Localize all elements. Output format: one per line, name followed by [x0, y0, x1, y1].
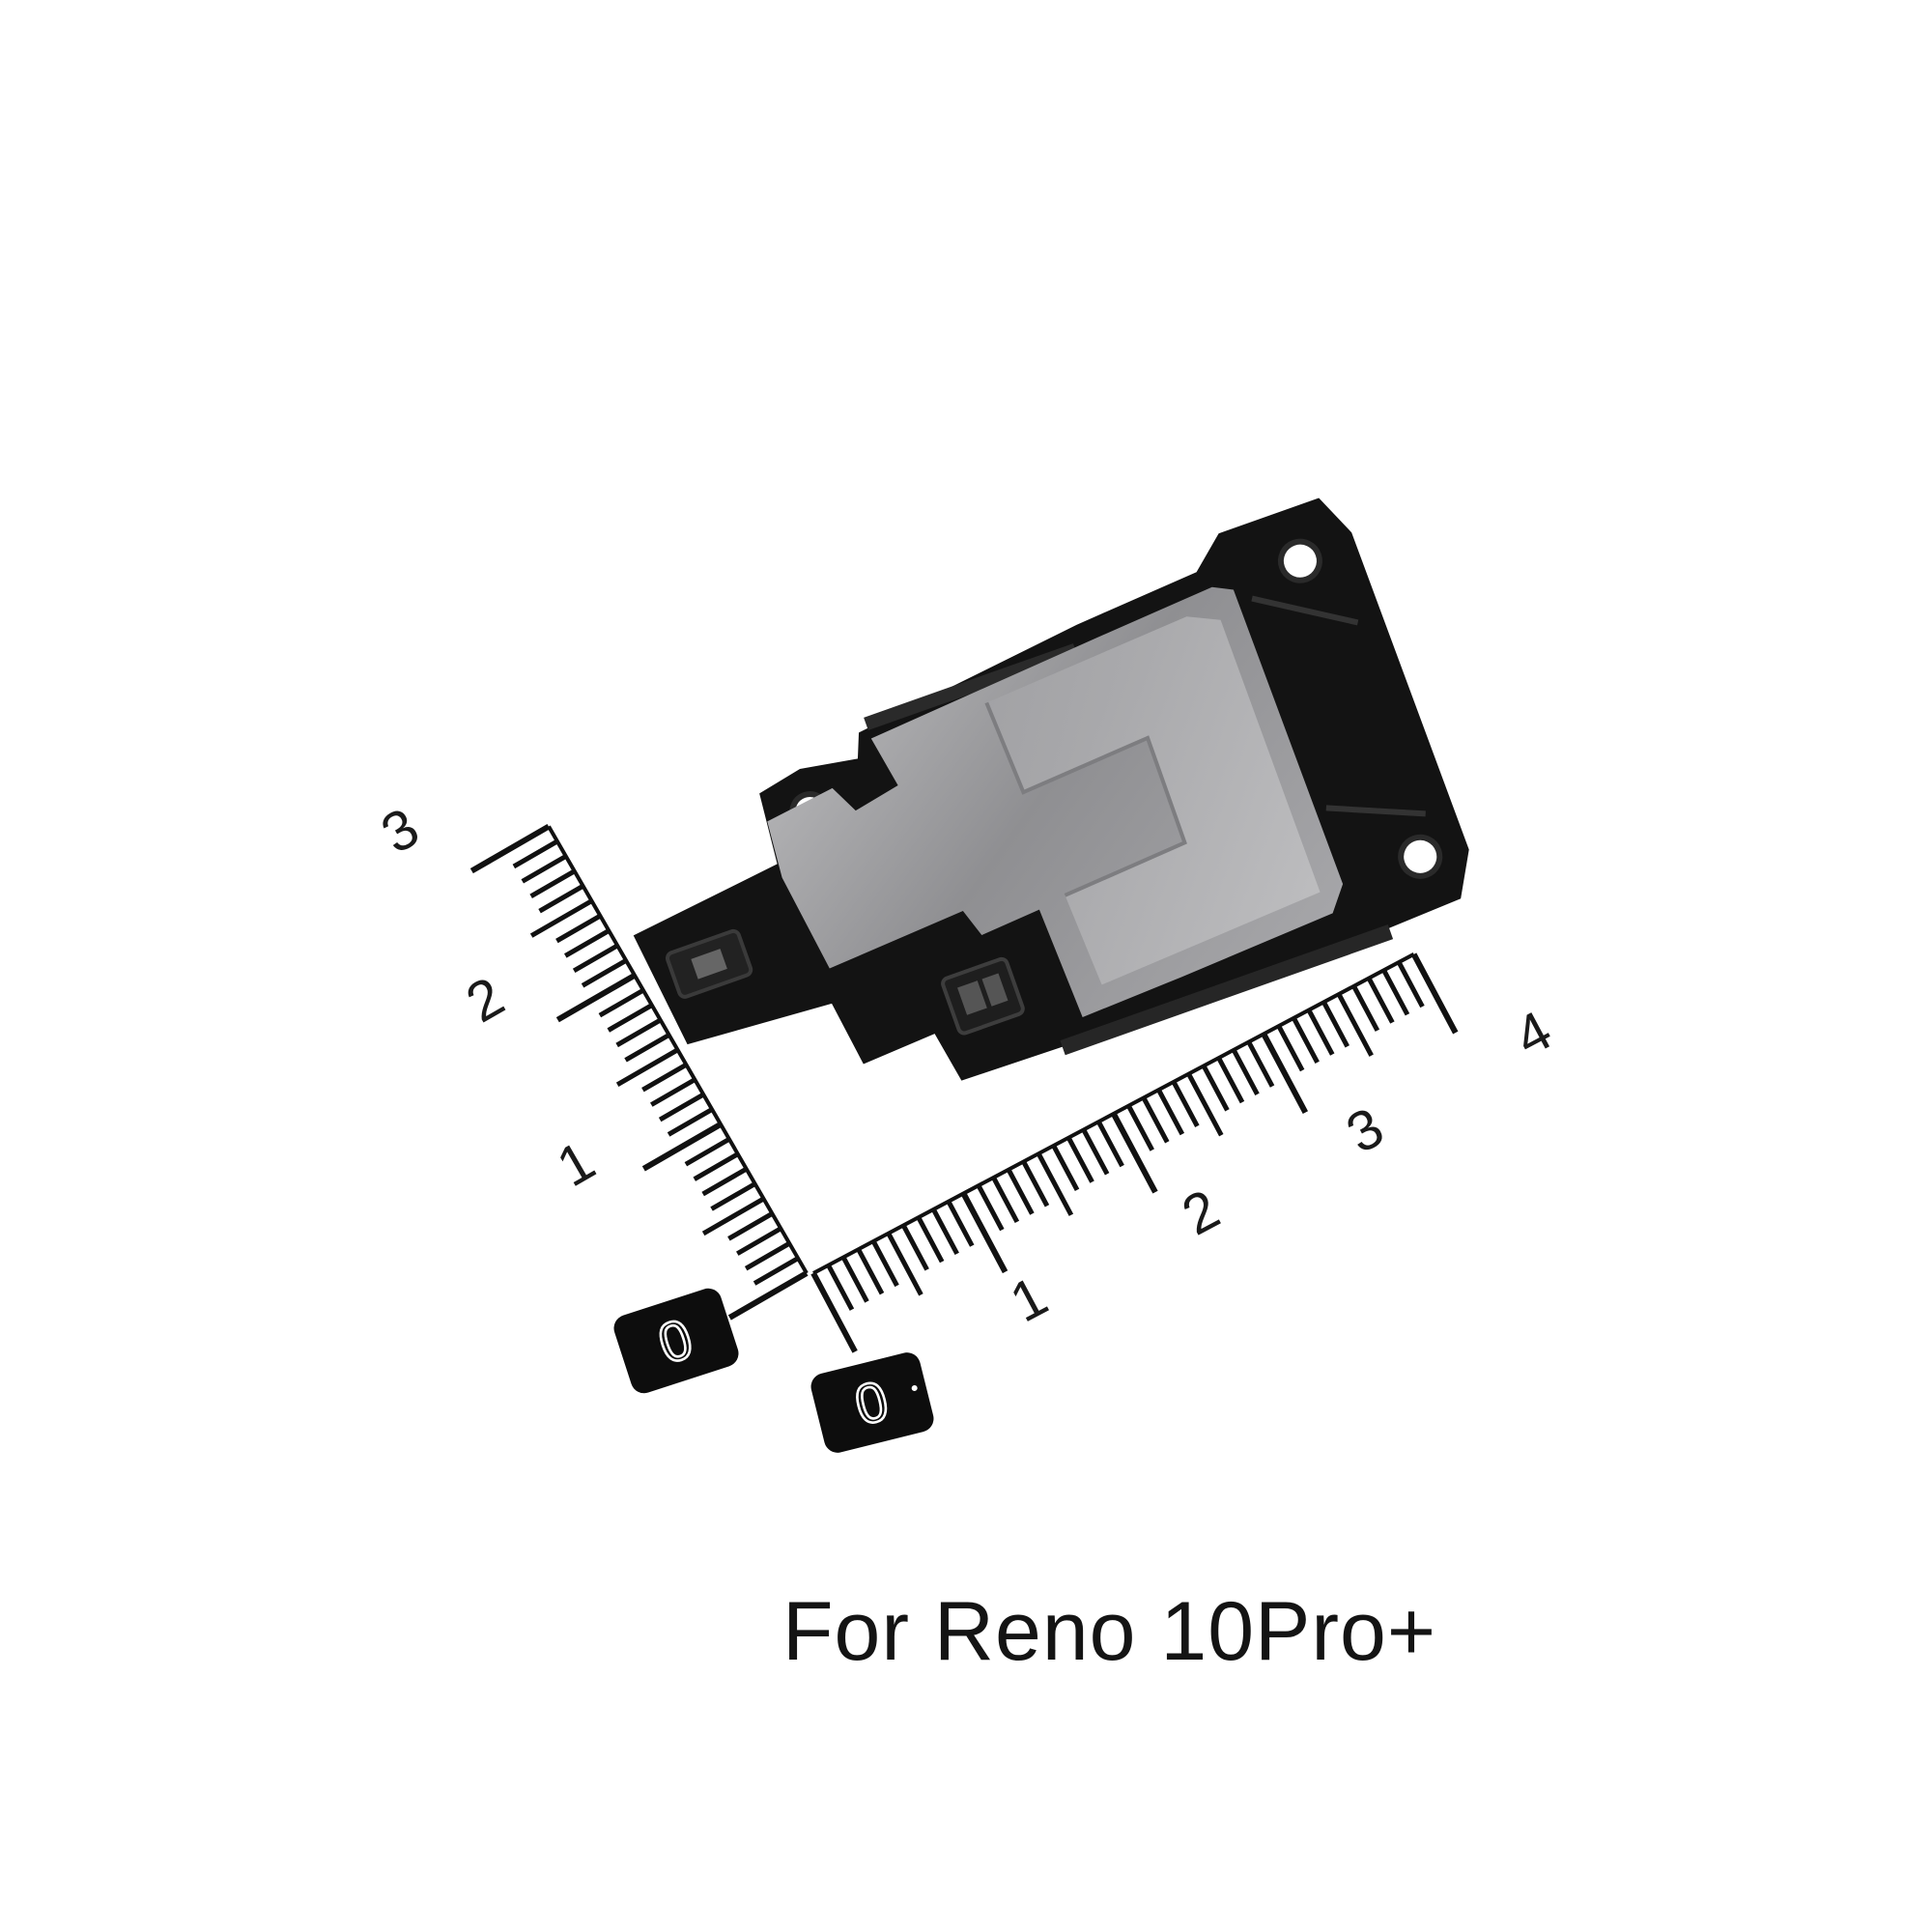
- ruler-tick: [870, 1239, 899, 1288]
- ruler-tick: [1246, 1040, 1275, 1088]
- ruler-tick: [856, 1248, 885, 1295]
- ruler-tick: [658, 1092, 705, 1122]
- ruler-tick: [521, 854, 568, 884]
- ruler-h-label-3: 3: [1337, 1095, 1394, 1166]
- ruler-h-label-1: 1: [1001, 1264, 1058, 1335]
- ruler-tick: [598, 987, 645, 1018]
- ruler-tick: [650, 1077, 696, 1107]
- ruler-tick: [581, 958, 628, 988]
- ruler-tick: [1081, 1128, 1110, 1176]
- ruler-tick: [931, 1208, 959, 1256]
- ruler-tick: [529, 898, 593, 938]
- ruler-horizontal: [810, 952, 1459, 1353]
- ruler-tick: [727, 1211, 774, 1241]
- ruler-tick: [916, 1216, 945, 1264]
- ruler-tick: [736, 1226, 782, 1256]
- ruler-tick: [991, 1176, 1020, 1224]
- ruler-tick: [1396, 960, 1425, 1009]
- ruler-tick: [1216, 1056, 1245, 1104]
- ruler-tick: [564, 928, 611, 958]
- ruler-tick: [1021, 1160, 1050, 1208]
- ruler-h-label-4: 4: [1505, 999, 1562, 1069]
- ruler-tick: [960, 1192, 1009, 1274]
- ruler-tick: [810, 1271, 858, 1353]
- ruler-tick: [667, 1107, 714, 1137]
- ruler-tick: [555, 973, 637, 1023]
- ruler-v-label-3: 3: [371, 796, 429, 866]
- ruler-tick: [1036, 1152, 1074, 1216]
- ruler-tick: [1276, 1024, 1305, 1072]
- ruler-tick: [1126, 1104, 1154, 1151]
- ruler-tick: [1186, 1072, 1224, 1137]
- mount-hole: [1398, 834, 1443, 879]
- ruler-tick: [826, 1264, 855, 1311]
- speaker-module-icon: [633, 497, 1469, 1081]
- ruler-tick: [1065, 1136, 1094, 1183]
- ruler-baseline: [812, 952, 1415, 1275]
- ruler-tick: [1351, 984, 1380, 1032]
- ruler-h-label-2: 2: [1173, 1178, 1230, 1248]
- metal-plate-raised: [986, 616, 1321, 985]
- ruler-tick: [1366, 977, 1395, 1024]
- ruler-tick: [641, 1122, 723, 1172]
- ruler-tick: [701, 1166, 748, 1197]
- ruler-tick: [1261, 1032, 1309, 1115]
- ruler-tick: [1410, 952, 1459, 1035]
- ruler-tick: [1231, 1048, 1260, 1095]
- ruler-tick: [1051, 1144, 1080, 1192]
- ruler-tick: [744, 1241, 791, 1271]
- ruler-tick: [1321, 1001, 1350, 1048]
- ruler-tick: [693, 1151, 740, 1181]
- ruler-tick: [1381, 969, 1410, 1016]
- ruler-tick: [1292, 1016, 1320, 1064]
- ruler-tick: [607, 1003, 654, 1033]
- ruler-tick: [512, 838, 559, 869]
- ruler-h-zero-badge: 0: [810, 1352, 934, 1453]
- ruler-tick: [886, 1232, 923, 1296]
- ruler-tick: [641, 1063, 688, 1093]
- ruler-tick: [1171, 1080, 1200, 1127]
- ruler-v-zero-badge: 0: [613, 1288, 739, 1394]
- ruler-tick: [946, 1200, 975, 1247]
- ruler-tick: [615, 1047, 679, 1087]
- ruler-tick: [1306, 1009, 1335, 1056]
- ruler-v-label-2: 2: [456, 965, 514, 1035]
- ruler-tick: [538, 884, 584, 914]
- ruler-tick: [555, 913, 602, 944]
- ruler-tick: [901, 1224, 929, 1271]
- ruler-tick: [701, 1196, 765, 1236]
- ruler-tick: [1141, 1096, 1170, 1144]
- ruler-tick: [572, 943, 619, 974]
- ruler-tick: [753, 1256, 800, 1286]
- ruler-tick: [1096, 1120, 1124, 1168]
- ruler-tick: [1156, 1088, 1185, 1136]
- ruler-tick: [710, 1181, 756, 1211]
- ruler-tick: [684, 1137, 731, 1167]
- ruler-tick: [469, 823, 551, 874]
- ruler-tick: [976, 1184, 1005, 1232]
- ruler-tick: [1006, 1168, 1035, 1215]
- ruler-tick: [840, 1256, 869, 1303]
- ruler-tick: [1201, 1065, 1230, 1112]
- product-caption: For Reno 10Pro+: [782, 1585, 1437, 1678]
- ruler-tick: [529, 868, 576, 898]
- ruler-tick: [615, 1017, 662, 1048]
- ruler-v-label-1: 1: [547, 1129, 605, 1199]
- ruler-tick: [624, 1033, 670, 1063]
- ruler-tick: [1111, 1112, 1158, 1194]
- ruler-tick: [1336, 992, 1374, 1057]
- mount-hole: [1277, 538, 1322, 583]
- ruler-vertical: [469, 823, 809, 1321]
- ruler-tick: [727, 1270, 809, 1321]
